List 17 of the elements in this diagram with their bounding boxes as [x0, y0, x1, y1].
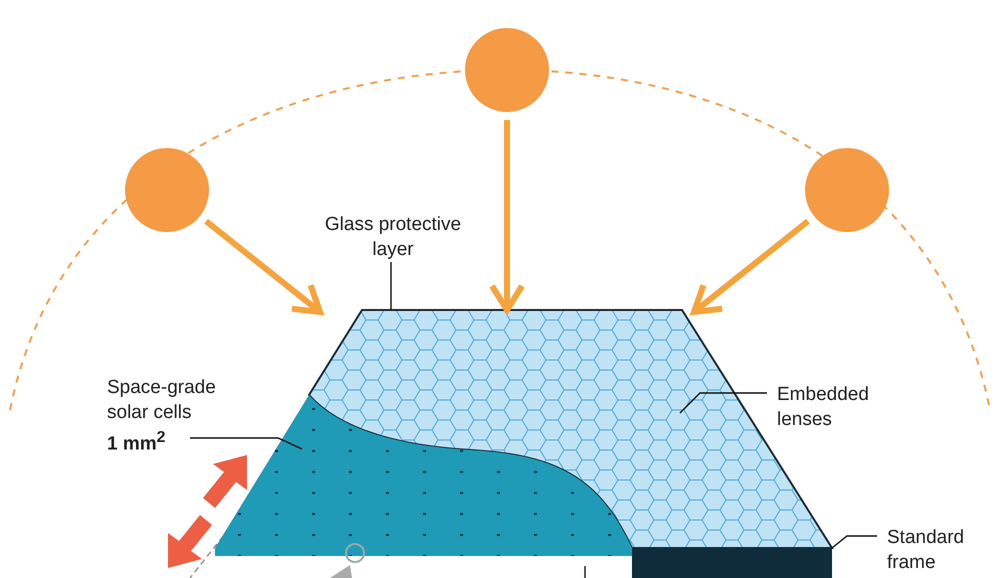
sunlight-arrow — [204, 218, 323, 315]
sun-circle — [125, 148, 209, 232]
part-label: Standard frame — [887, 526, 966, 575]
frame-bar — [632, 548, 832, 578]
leader-line — [680, 392, 767, 414]
panel-layer — [215, 395, 632, 556]
leader-line — [832, 535, 877, 549]
part-label: Embedded lenses — [777, 383, 870, 432]
size-label: 1 mm$^{2}$ — [107, 428, 166, 456]
leader-line — [390, 262, 392, 310]
sunlight-arrow — [489, 120, 525, 313]
sun-circle — [465, 28, 549, 112]
sun-circle — [805, 148, 889, 232]
leader-line — [190, 437, 302, 450]
part-label: Space-grade solar cells — [107, 376, 217, 425]
sunlight-arrow — [691, 218, 810, 315]
part-label: Glass protective layer — [324, 213, 462, 262]
